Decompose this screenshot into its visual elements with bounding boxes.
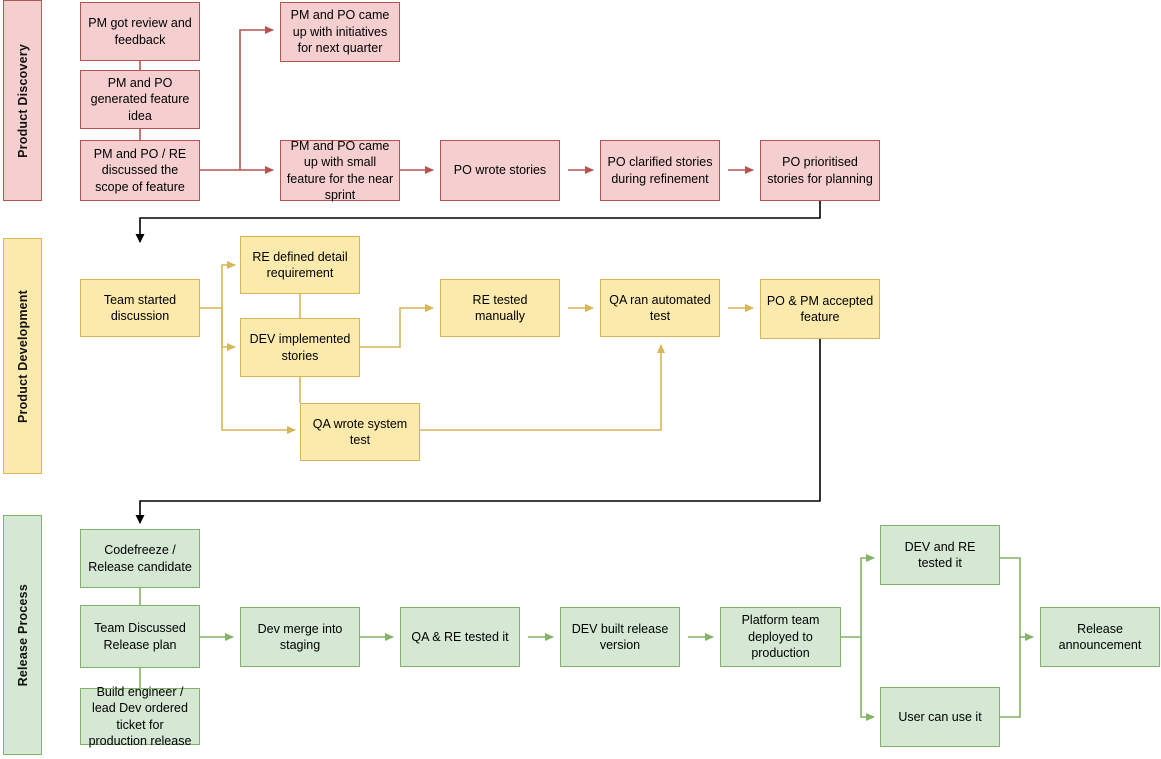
lane-release-process: Release Process bbox=[3, 515, 42, 755]
node-label: Team Discussed Release plan bbox=[94, 621, 186, 652]
node-label: DEV built release version bbox=[571, 621, 669, 653]
node-po-clarified-stories[interactable]: PO clarified stories during refinement bbox=[600, 140, 720, 201]
node-label: PM got review and feedback bbox=[88, 16, 192, 47]
node-label: PM and PO came up with small feature for… bbox=[286, 138, 394, 203]
node-codefreeze[interactable]: Codefreeze / Release candidate bbox=[80, 529, 200, 588]
node-qa-wrote-system-test[interactable]: QA wrote system test bbox=[300, 403, 420, 461]
node-label: DEV implemented stories bbox=[249, 332, 351, 363]
node-qa-re-tested-it[interactable]: QA & RE tested it bbox=[400, 607, 520, 667]
node-label: PM and PO generated feature idea bbox=[90, 75, 190, 123]
node-dev-implemented-stories[interactable]: DEV implemented stories bbox=[240, 318, 360, 377]
node-label: PO wrote stories bbox=[453, 163, 547, 178]
node-label: User can use it bbox=[898, 709, 982, 724]
node-label: Team started discussion bbox=[103, 292, 177, 324]
node-label: PO clarified stories during refinement bbox=[607, 155, 713, 186]
node-pm-po-feature-idea[interactable]: PM and PO generated feature idea bbox=[80, 70, 200, 129]
node-label: Release announcement bbox=[1058, 621, 1142, 653]
node-label: PO prioritised stories for planning bbox=[767, 155, 873, 186]
lane-label-release-process: Release Process bbox=[15, 583, 30, 687]
node-po-wrote-stories[interactable]: PO wrote stories bbox=[440, 140, 560, 201]
node-label: RE tested manually bbox=[472, 292, 528, 324]
node-label: Build engineer / lead Dev ordered ticket… bbox=[88, 684, 192, 749]
lane-product-development: Product Development bbox=[3, 238, 42, 474]
node-dev-re-tested-it[interactable]: DEV and RE tested it bbox=[880, 525, 1000, 585]
node-re-defined-detail[interactable]: RE defined detail requirement bbox=[240, 236, 360, 294]
node-po-pm-accepted-feature[interactable]: PO & PM accepted feature bbox=[760, 279, 880, 339]
node-label: Dev merge into staging bbox=[257, 621, 343, 653]
node-re-tested-manually[interactable]: RE tested manually bbox=[440, 279, 560, 337]
node-label: QA & RE tested it bbox=[411, 629, 509, 644]
node-label: RE defined detail requirement bbox=[252, 249, 348, 281]
node-label: Platform team deployed to production bbox=[741, 613, 820, 661]
node-label: PO & PM accepted feature bbox=[766, 293, 874, 325]
node-qa-ran-automated-test[interactable]: QA ran automated test bbox=[600, 279, 720, 337]
node-build-engineer-ticket[interactable]: Build engineer / lead Dev ordered ticket… bbox=[80, 685, 200, 748]
node-label: DEV and RE tested it bbox=[904, 539, 976, 571]
node-pm-po-initiatives[interactable]: PM and PO came up with initiatives for n… bbox=[280, 2, 400, 62]
node-team-discussed-plan[interactable]: Team Discussed Release plan bbox=[80, 605, 200, 668]
node-platform-deployed[interactable]: Platform team deployed to production bbox=[720, 607, 841, 667]
node-user-can-use-it[interactable]: User can use it bbox=[880, 687, 1000, 747]
node-label: PM and PO / RE discussed the scope of fe… bbox=[93, 146, 187, 194]
node-pm-po-small-feature[interactable]: PM and PO came up with small feature for… bbox=[280, 138, 400, 203]
node-label: QA wrote system test bbox=[312, 416, 408, 448]
lane-label-product-development: Product Development bbox=[15, 289, 30, 423]
node-label: QA ran automated test bbox=[609, 292, 711, 324]
node-pm-got-review[interactable]: PM got review and feedback bbox=[80, 2, 200, 61]
node-po-prioritised-stories[interactable]: PO prioritised stories for planning bbox=[760, 140, 880, 201]
node-label: Codefreeze / Release candidate bbox=[88, 543, 192, 574]
node-label: PM and PO came up with initiatives for n… bbox=[290, 8, 390, 56]
node-dev-merge-staging[interactable]: Dev merge into staging bbox=[240, 607, 360, 667]
node-pm-po-re-scope[interactable]: PM and PO / RE discussed the scope of fe… bbox=[80, 140, 200, 201]
node-release-announcement[interactable]: Release announcement bbox=[1040, 607, 1160, 667]
node-dev-built-release[interactable]: DEV built release version bbox=[560, 607, 680, 667]
node-team-started-discussion[interactable]: Team started discussion bbox=[80, 279, 200, 337]
lane-product-discovery: Product Discovery bbox=[3, 0, 42, 201]
lane-label-product-discovery: Product Discovery bbox=[15, 43, 30, 158]
